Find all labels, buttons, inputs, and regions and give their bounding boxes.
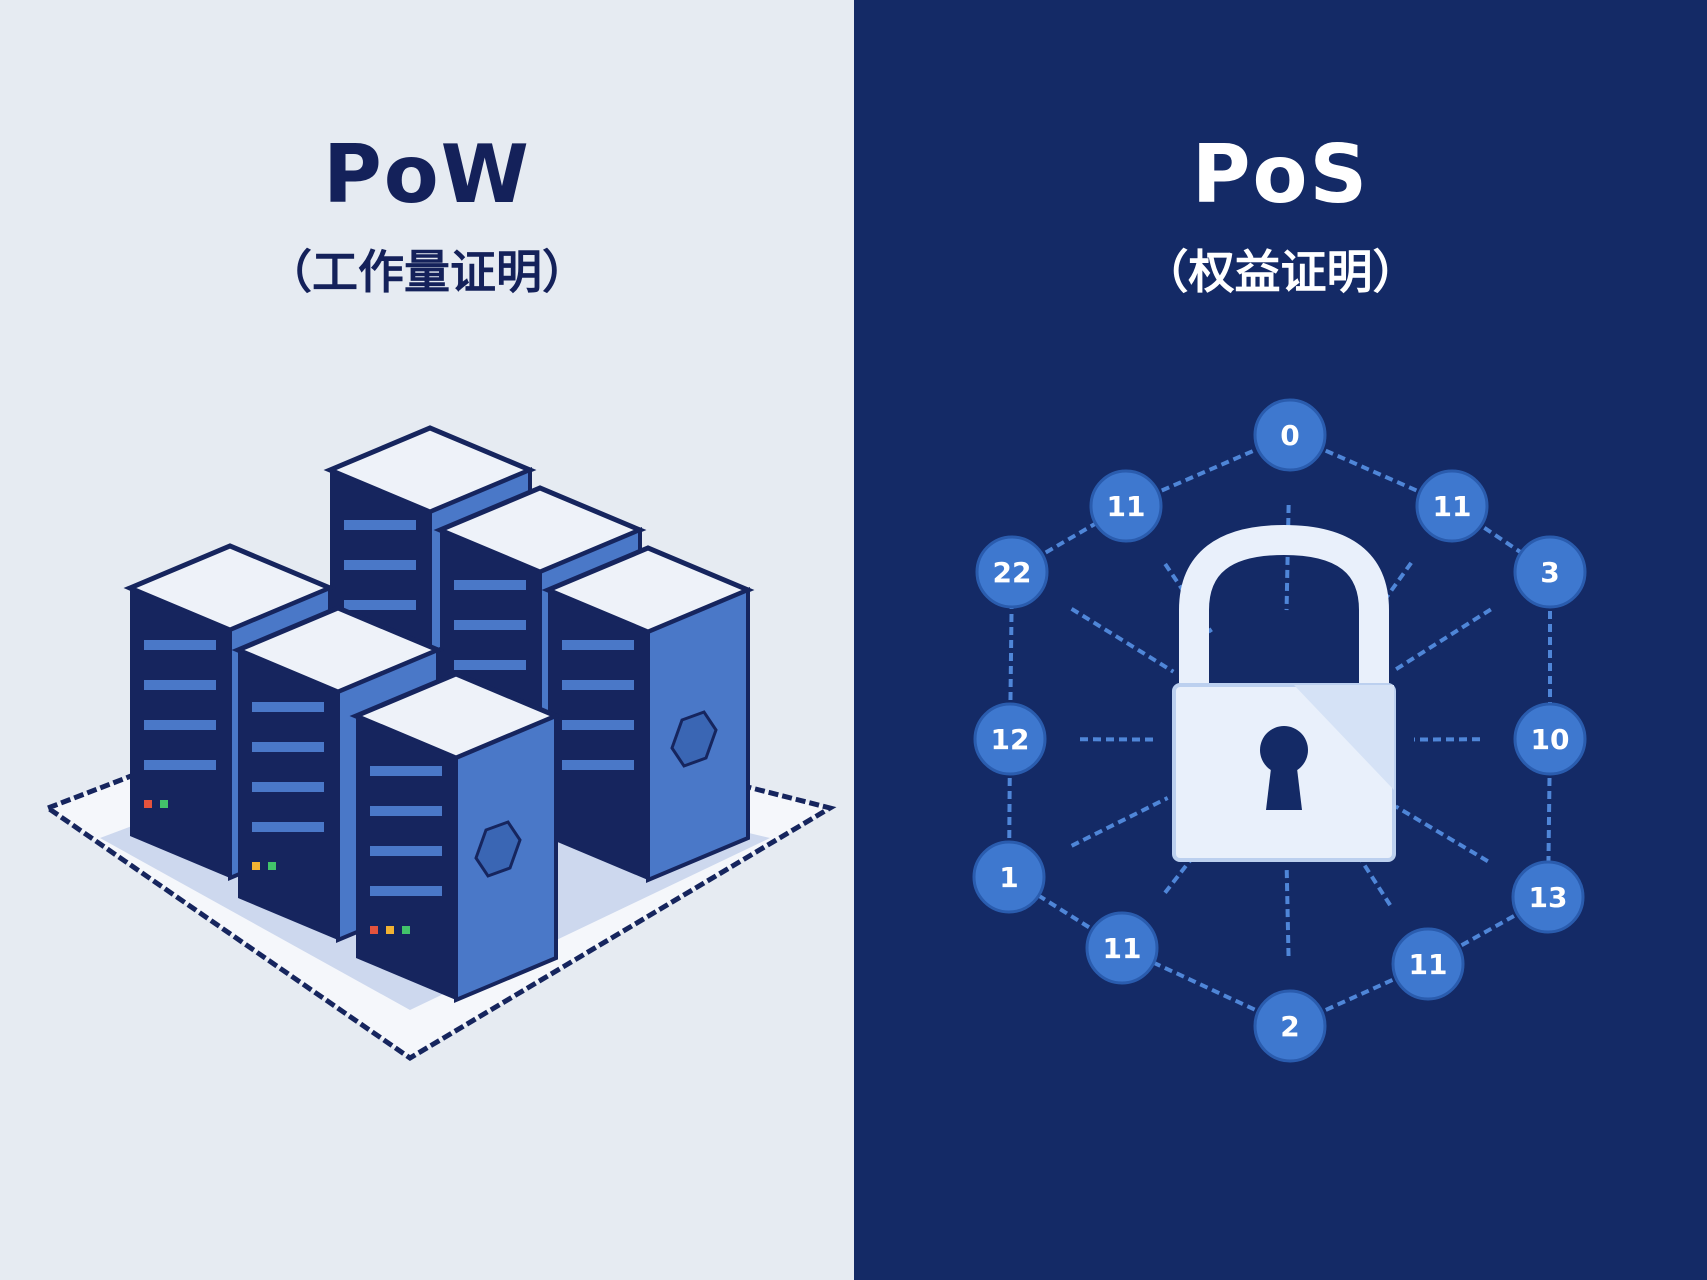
validator-node: 0	[1253, 398, 1327, 472]
pos-subtitle: （权益证明）	[1142, 245, 1419, 299]
hub-link	[1284, 504, 1291, 611]
network-link	[1427, 895, 1549, 966]
hub-link	[1392, 607, 1492, 673]
validator-node: 10	[1513, 702, 1587, 776]
validator-node: 13	[1511, 860, 1585, 934]
hub-link	[1070, 796, 1169, 848]
validator-node: 22	[975, 535, 1049, 609]
validator-node: 1	[972, 840, 1046, 914]
pos-panel: PoS （权益证明） 0 11 11 22 3 12 10 1 13 11 11 2	[854, 0, 1707, 1280]
validator-node-label: 11	[1409, 948, 1448, 981]
validator-node: 11	[1415, 469, 1489, 543]
validator-node-label: 3	[1540, 556, 1559, 589]
server-rack-icon	[42, 425, 837, 1061]
validator-node: 3	[1513, 535, 1587, 609]
validator-node: 11	[1089, 469, 1163, 543]
validator-node: 11	[1391, 927, 1465, 1001]
validator-node: 12	[973, 702, 1047, 776]
validator-node-label: 2	[1280, 1010, 1299, 1043]
validator-node-label: 22	[993, 556, 1032, 589]
validator-node-label: 12	[991, 723, 1030, 756]
hub-link	[1394, 804, 1489, 863]
validator-node-label: 11	[1107, 490, 1146, 523]
validator-node-label: 11	[1103, 932, 1142, 965]
hub-link	[1284, 869, 1291, 957]
validator-node-label: 11	[1433, 490, 1472, 523]
hub-link	[1070, 607, 1175, 674]
validator-node-label: 13	[1529, 881, 1568, 914]
server-unit	[349, 671, 563, 1004]
server-unit	[541, 545, 755, 884]
validator-node-label: 1	[999, 861, 1018, 894]
pow-panel: PoW （工作量证明）	[0, 0, 854, 1280]
pow-subtitle: （工作量证明）	[266, 245, 588, 299]
pos-title: PoS	[1191, 128, 1370, 221]
validator-node: 2	[1253, 989, 1327, 1063]
lock-icon	[1172, 524, 1396, 862]
stake-network-diagram: 0 11 11 22 3 12 10 1 13 11 11 2	[972, 398, 1587, 1063]
validator-node-label: 10	[1531, 723, 1570, 756]
pow-title: PoW	[323, 128, 531, 221]
network-link	[1007, 738, 1012, 878]
validator-node: 11	[1085, 911, 1159, 985]
validator-node-label: 0	[1280, 419, 1299, 452]
